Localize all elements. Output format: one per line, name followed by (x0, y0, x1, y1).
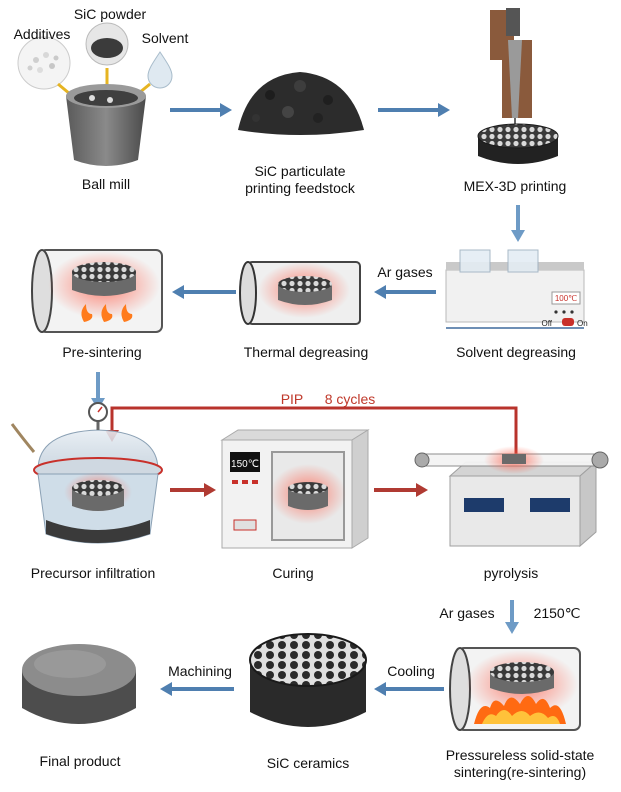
bath-on-label: On (577, 319, 588, 328)
arrow-ceramics-to-final (160, 682, 234, 696)
ar-gases-top-label: Ar gases (377, 264, 433, 280)
temp-2150-label: 2150℃ (533, 605, 581, 621)
pip-loop (110, 406, 518, 458)
oven-temp-display: 150℃ (231, 459, 259, 470)
ar-gases-bottom-label: Ar gases (439, 605, 495, 621)
pip-cycles-label: 8 cycles (324, 391, 376, 407)
precursor-infiltration-label: Precursor infiltration (30, 565, 156, 581)
arrow-infiltration-to-curing (170, 483, 216, 497)
ball-mill-icon (66, 84, 146, 166)
flame-icon (81, 304, 133, 322)
honeycomb-icon (249, 633, 367, 727)
pyrolysis-label: pyrolysis (483, 565, 539, 581)
bath-temp-display: 100℃ (555, 294, 577, 303)
solvent-degreasing-label: Solvent degreasing (456, 344, 576, 360)
arrow-printing-to-solvent (511, 205, 525, 242)
sintering-furnace-icon (449, 647, 581, 731)
sintering-label-line1: Pressureless solid-state (445, 747, 595, 763)
curing-label: Curing (272, 565, 314, 581)
machining-label: Machining (168, 663, 232, 679)
sintering-label-line2: sintering(re-sintering) (453, 764, 587, 780)
mex-printing-label: MEX-3D printing (463, 178, 567, 194)
ball-mill-label: Ball mill (81, 176, 131, 192)
pyrolysis-furnace-icon (414, 446, 609, 548)
arrow-feedstock-to-printing (378, 103, 450, 117)
gauge-icon (88, 402, 108, 422)
arrow-sintering-to-ceramics (374, 682, 444, 696)
tube-furnace-icon (239, 261, 361, 325)
pip-label: PIP (280, 391, 304, 407)
powder-icon (85, 22, 129, 66)
additives-label: Additives (13, 26, 71, 42)
solvent-label: Solvent (141, 30, 189, 46)
disc-icon (22, 644, 136, 724)
printed-lattice-icon (477, 123, 559, 164)
thermal-degreasing-label: Thermal degreasing (243, 344, 369, 360)
additives-icon (17, 36, 71, 90)
droplet-icon (147, 51, 173, 89)
sic-ceramics-label: SiC ceramics (266, 755, 350, 771)
arrow-curing-to-pyrolysis (374, 483, 428, 497)
arrow-solvent-to-thermal (374, 285, 436, 299)
bath-off-label: Off (541, 319, 552, 328)
final-product-label: Final product (39, 753, 121, 769)
cooling-label: Cooling (387, 663, 435, 679)
feedstock-label-line2: printing feedstock (245, 180, 355, 196)
drying-oven-icon (220, 429, 370, 549)
arrow-mill-to-feedstock (170, 103, 232, 117)
feedstock-icon (238, 72, 364, 135)
pre-sintering-label: Pre-sintering (62, 344, 142, 360)
printer-icon (490, 8, 532, 130)
arrow-pyrolysis-to-sintering (505, 600, 519, 634)
water-bath-icon (445, 249, 585, 329)
arrow-thermal-to-presintering (172, 285, 236, 299)
feedstock-label-line1: SiC particulate (254, 163, 346, 179)
sic-powder-label: SiC powder (73, 6, 147, 22)
presintering-furnace-icon (31, 249, 163, 333)
vacuum-chamber-icon (10, 402, 163, 544)
